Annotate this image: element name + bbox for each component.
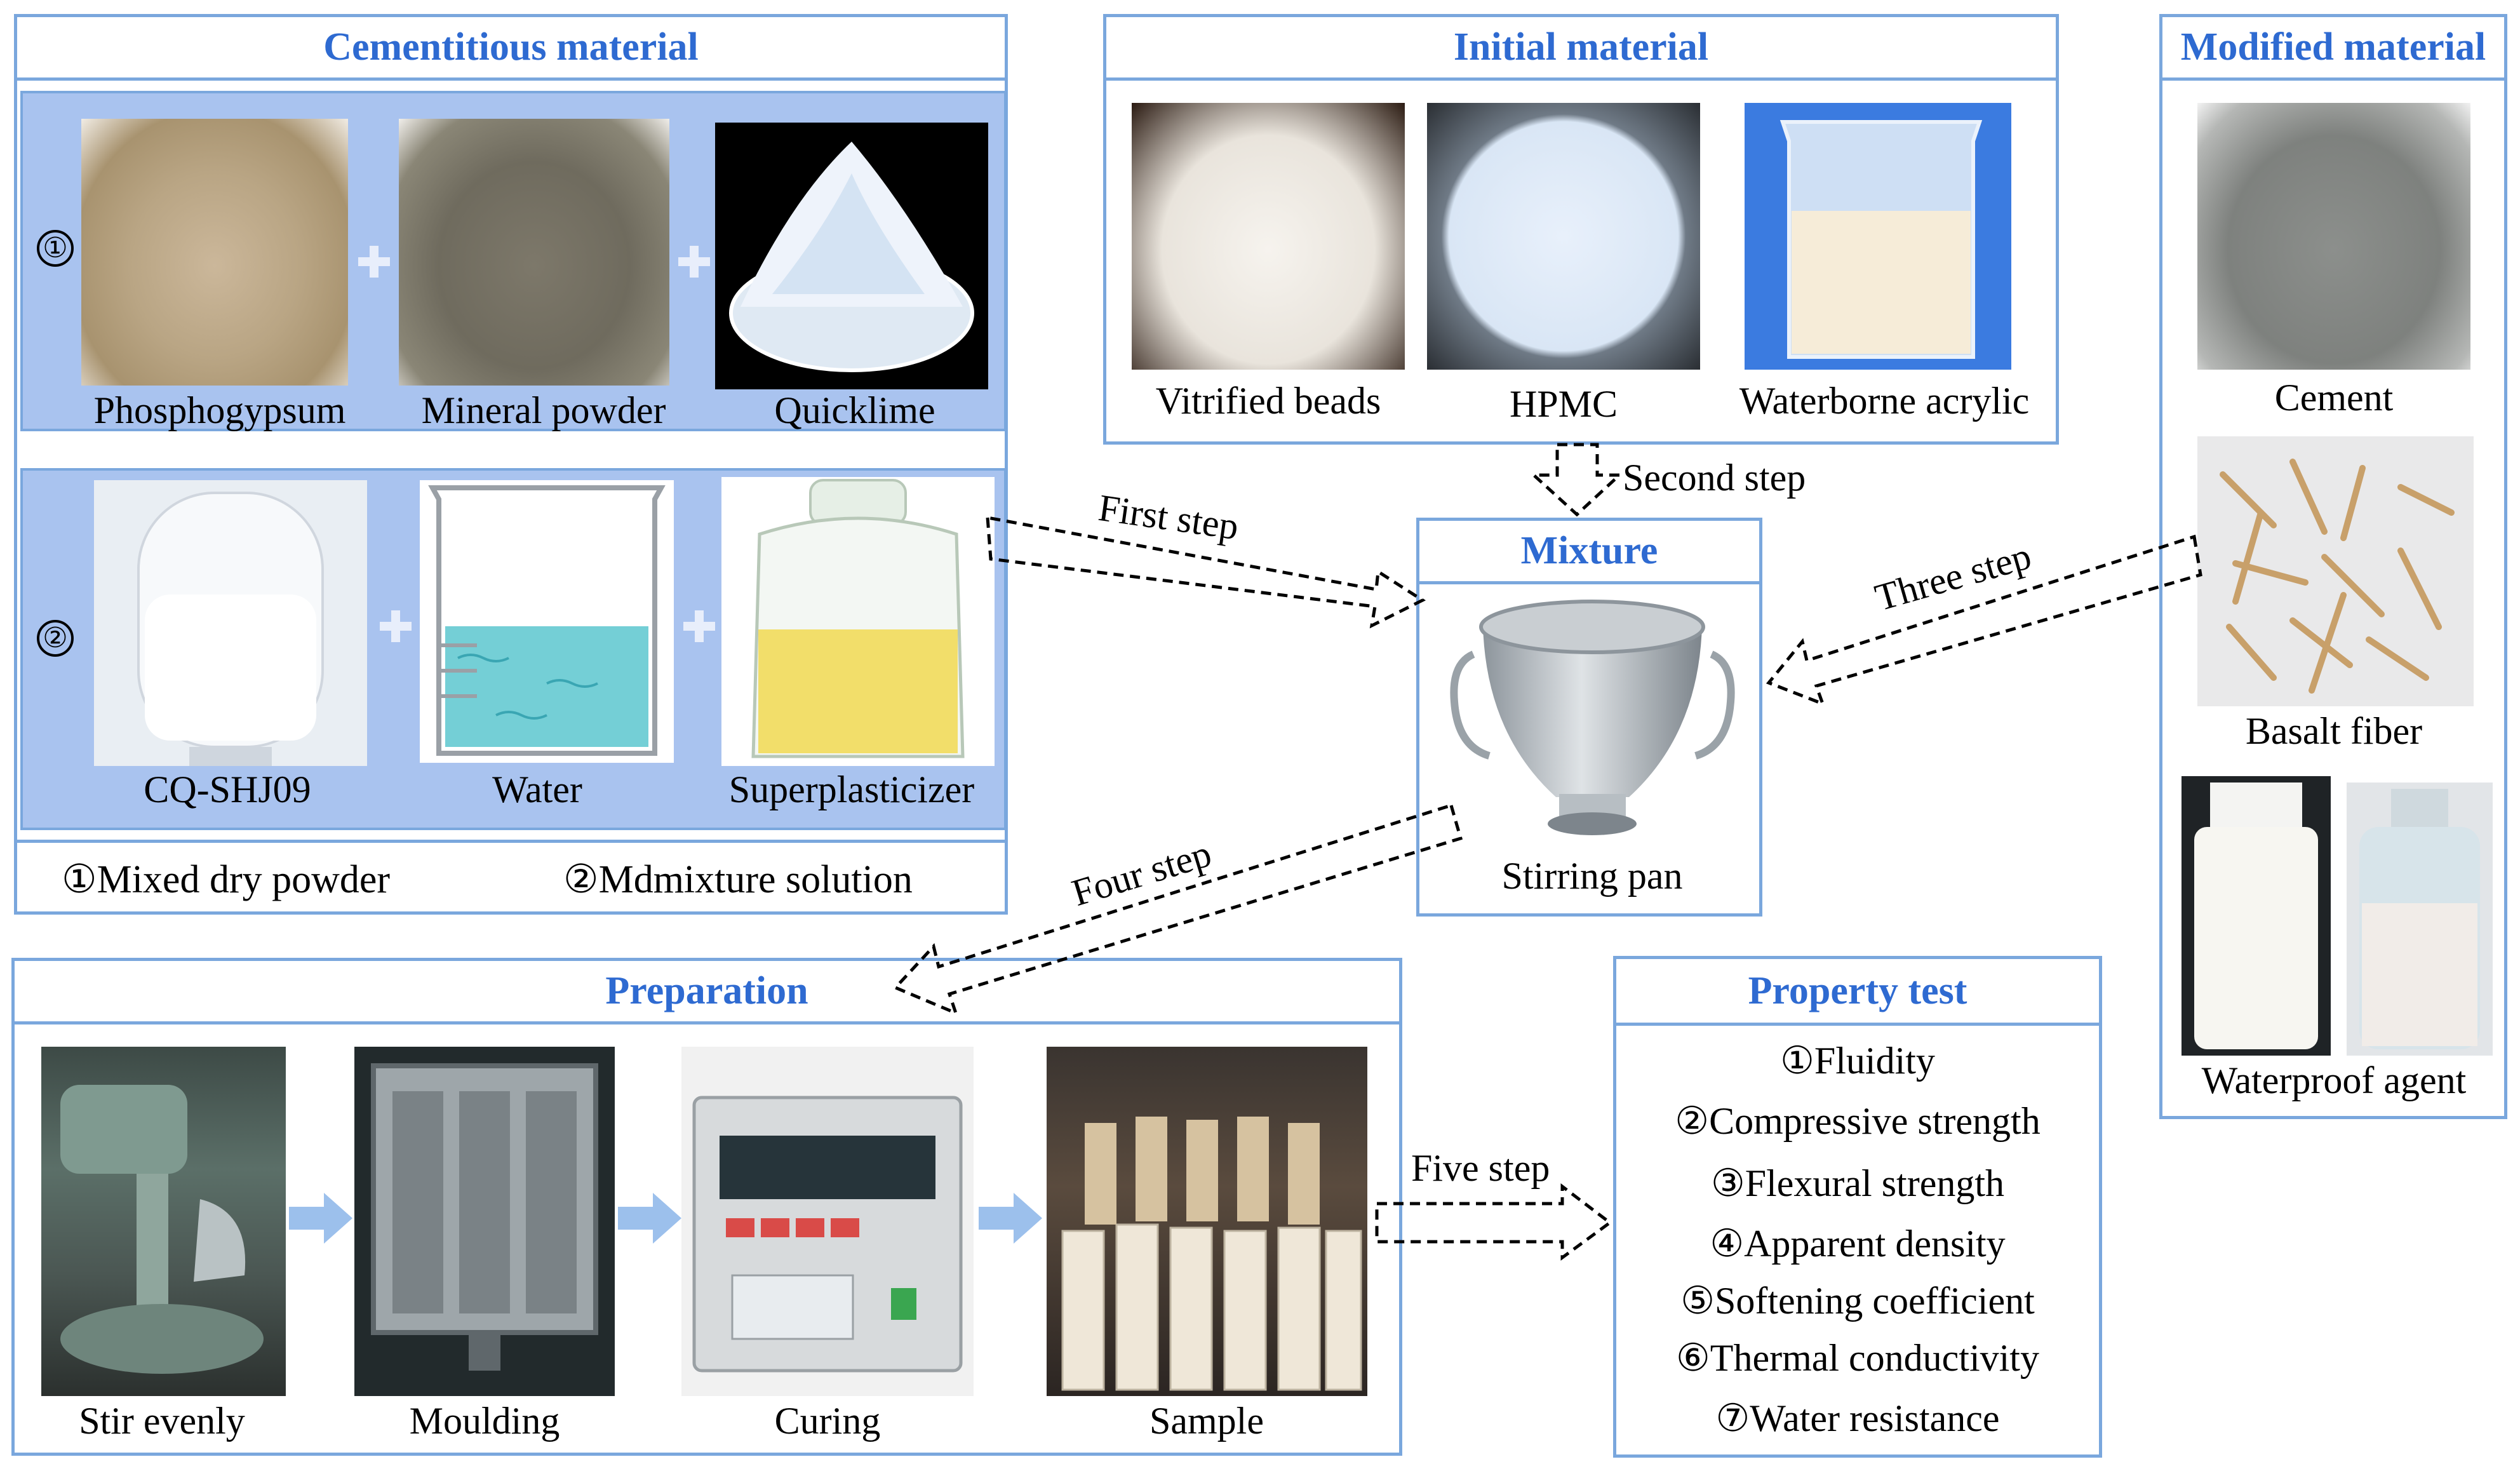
stirring-pan-illustration: [1450, 600, 1735, 835]
cement-image: [2197, 103, 2470, 370]
superplasticizer-jar: [751, 479, 965, 758]
waterproof-agent-label: Waterproof agent: [2201, 1059, 2467, 1101]
superplasticizer-label: Superplasticizer: [728, 769, 975, 810]
waterborne-acrylic-image: [1745, 103, 2011, 370]
cementitious-title: Cementitious material: [323, 25, 699, 69]
waterproof-bottle-1: [2194, 783, 2318, 1049]
modified-material-panel: Modified material Cement Basalt fiber: [2159, 14, 2507, 1119]
mould-illustration: [371, 1063, 598, 1371]
plus-icon: [380, 610, 412, 642]
cq-shj09-image: [94, 480, 367, 766]
waterproof-agent-image-2: [2347, 783, 2493, 1056]
cq-shj09-bottle: [137, 492, 324, 766]
cq-shj09-label: CQ-SHJ09: [144, 769, 311, 810]
flow-arrow-icon: [979, 1193, 1042, 1244]
three-step-arrow: [1766, 534, 2202, 707]
legend-admixture-solution: ②Mdmixture solution: [563, 858, 913, 901]
mixture-title: Mixture: [1520, 529, 1658, 572]
phosphogypsum-image: [81, 119, 348, 386]
mixture-panel: Mixture Stirring pan: [1416, 518, 1762, 917]
group-1-marker: ①: [37, 230, 74, 267]
sample-image: [1047, 1047, 1367, 1396]
initial-title: Initial material: [1453, 25, 1709, 69]
group-2-marker: ②: [37, 620, 74, 657]
hpmc-label: HPMC: [1509, 383, 1618, 425]
vitrified-beads-label: Vitrified beads: [1155, 380, 1381, 422]
admixture-solution-group: ② CQ: [20, 468, 1007, 830]
cementitious-title-bar: Cementitious material: [17, 17, 1005, 81]
property-test-panel: Property test ①Fluidity ②Compressive str…: [1613, 956, 2102, 1458]
flow-arrow-icon: [618, 1193, 681, 1244]
second-step-arrow: [1529, 443, 1624, 517]
mineral-powder-image: [399, 119, 669, 386]
basalt-fiber-image: [2197, 436, 2474, 706]
quicklime-illustration: [729, 142, 974, 372]
water-beaker-image: [420, 480, 674, 763]
second-step-label: Second step: [1623, 457, 1806, 499]
curing-chamber: [692, 1096, 963, 1373]
property-title: Property test: [1748, 969, 1967, 1012]
preparation-title: Preparation: [605, 969, 808, 1012]
mixture-title-bar: Mixture: [1419, 521, 1759, 584]
plus-icon: [683, 610, 715, 642]
preparation-title-bar: Preparation: [15, 961, 1399, 1024]
stir-evenly-image: [41, 1047, 286, 1396]
phosphogypsum-label: Phosphogypsum: [93, 389, 346, 431]
modified-title-bar: Modified material: [2162, 17, 2504, 81]
cementitious-material-panel: Cementitious material ① Phosphogypsum Mi…: [14, 14, 1008, 915]
water-beaker-illustration: [428, 485, 666, 756]
plus-icon: [678, 246, 710, 278]
superplasticizer-image: [721, 477, 995, 766]
cement-label: Cement: [2274, 377, 2394, 419]
curing-image: [681, 1047, 974, 1396]
curing-label: Curing: [774, 1400, 881, 1442]
quicklime-image: [715, 123, 988, 389]
first-step-arrow: [986, 515, 1426, 629]
property-item-water-resistance: ⑦Water resistance: [1715, 1397, 2000, 1439]
legend-divider: [17, 840, 1005, 843]
plus-icon: [358, 246, 390, 278]
flow-arrow-icon: [289, 1193, 352, 1244]
modified-title: Modified material: [2180, 25, 2486, 69]
sample-blocks: [1061, 1117, 1362, 1391]
five-step-label: Five step: [1411, 1147, 1550, 1189]
five-step-arrow: [1375, 1183, 1613, 1261]
basalt-fiber-label: Basalt fiber: [2245, 710, 2423, 752]
dry-powder-group: ① Phosphogypsum Mineral powder Quicklime: [20, 91, 1007, 431]
property-item-compressive-strength: ②Compressive strength: [1675, 1100, 2041, 1142]
sample-label: Sample: [1149, 1400, 1264, 1442]
moulding-image: [354, 1047, 615, 1396]
initial-title-bar: Initial material: [1106, 17, 2056, 81]
property-item-softening-coefficient: ⑤Softening coefficient: [1680, 1280, 2035, 1322]
basalt-fiber-illustration: [2220, 459, 2455, 694]
legend-mixed-dry-powder: ①Mixed dry powder: [62, 858, 391, 901]
waterborne-acrylic-label: Waterborne acrylic: [1739, 380, 2030, 422]
property-item-apparent-density: ④Apparent density: [1710, 1223, 2006, 1265]
property-item-fluidity: ①Fluidity: [1780, 1040, 1935, 1082]
vitrified-beads-image: [1132, 103, 1405, 370]
waterproof-agent-image-1: [2182, 776, 2331, 1056]
property-item-flexural-strength: ③Flexural strength: [1710, 1162, 2005, 1204]
hpmc-image: [1427, 103, 1700, 370]
waterproof-bottle-2: [2359, 789, 2480, 1049]
quicklime-label: Quicklime: [774, 389, 935, 431]
mineral-powder-label: Mineral powder: [421, 389, 666, 431]
initial-material-panel: Initial material Vitrified beads HPMC Wa…: [1103, 14, 2059, 445]
acrylic-beaker: [1779, 120, 1983, 359]
preparation-panel: Preparation: [11, 958, 1402, 1456]
property-title-bar: Property test: [1616, 959, 2099, 1026]
stir-evenly-label: Stir evenly: [79, 1400, 245, 1442]
four-step-arrow: [892, 803, 1463, 1016]
property-item-thermal-conductivity: ⑥Thermal conductivity: [1676, 1337, 2039, 1379]
mixer-machine: [60, 1085, 264, 1374]
water-label: Water: [492, 769, 582, 810]
moulding-label: Moulding: [409, 1400, 560, 1442]
stirring-pan-label: Stirring pan: [1501, 855, 1683, 897]
